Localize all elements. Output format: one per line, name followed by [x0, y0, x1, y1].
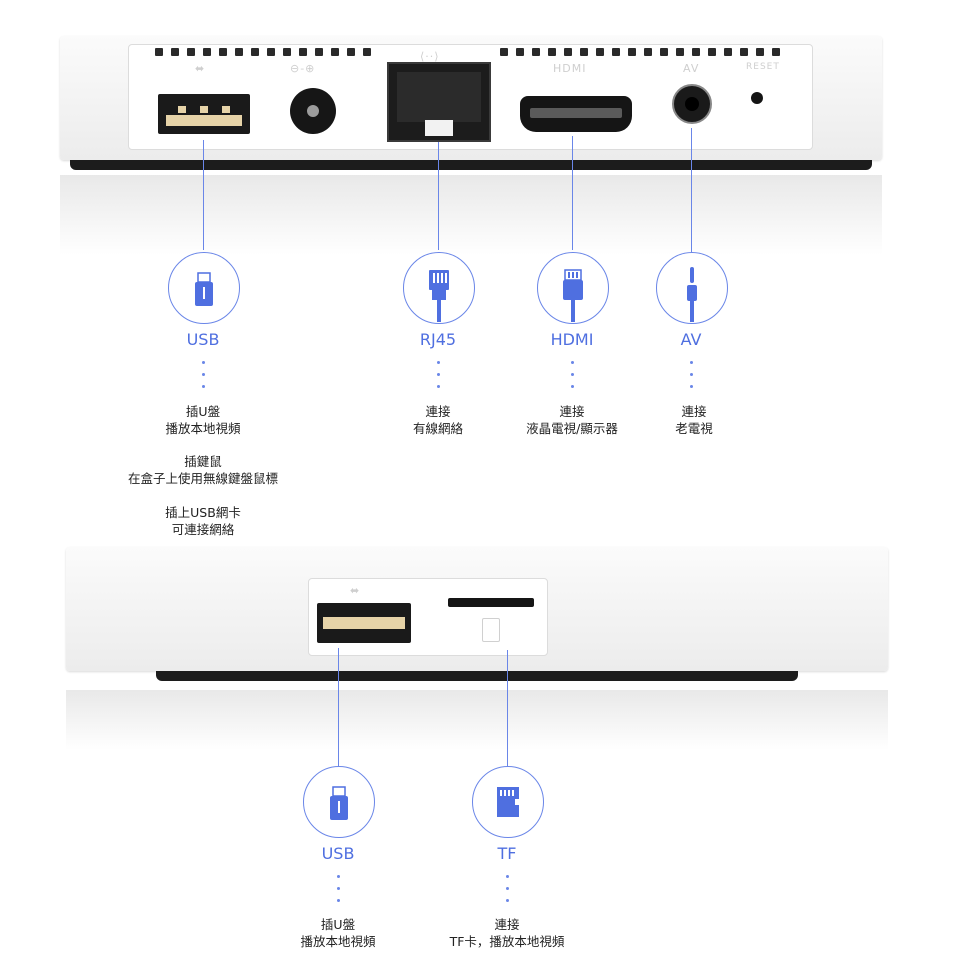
hdmi-port: [520, 96, 632, 132]
lan-port-label: ⟨··⟩: [420, 50, 440, 63]
av-dots: [690, 361, 694, 397]
dc-port-label: ⊖-⊕: [290, 62, 316, 75]
side-usb-dots: [337, 875, 341, 911]
device-base: [70, 160, 872, 170]
usb-callout-circle: [168, 252, 240, 324]
tf-connector-line: [507, 650, 508, 766]
usb-connector-icon: [195, 272, 213, 306]
av-callout-title: AV: [680, 330, 702, 349]
reset-button[interactable]: [751, 92, 763, 104]
usb-connector-line: [203, 140, 204, 250]
vent-row-left: [155, 48, 371, 56]
usb-callout-title: USB: [186, 330, 220, 349]
av-connector-line: [691, 128, 692, 252]
dc-power-port: [290, 88, 336, 134]
hdmi-connector-line: [572, 136, 573, 250]
vent-row-right: [500, 48, 780, 56]
device-base-side: [156, 671, 798, 681]
hdmi-dots: [571, 361, 575, 397]
side-usb-port-label: ⬌: [350, 584, 361, 597]
rj45-dots: [437, 361, 441, 397]
tf-callout-circle: [472, 766, 544, 838]
tf-dots: [506, 875, 510, 911]
rj45-connector-icon: [429, 270, 449, 322]
tf-slot-mark: [482, 618, 500, 642]
side-usb-description: 插U盤 播放本地視頻: [300, 917, 376, 949]
usb-network-card-description: 插上USB網卡 可連接網絡: [165, 505, 241, 537]
rj45-port: [387, 62, 491, 142]
usb-port: [158, 94, 250, 134]
rj45-connector-line: [438, 142, 439, 250]
av-jack-icon: [687, 267, 697, 322]
side-usb-port: [317, 603, 411, 643]
av-callout-circle: [656, 252, 728, 324]
usb-port-label: ⬌: [195, 62, 206, 75]
device-side-reflection: [66, 690, 888, 750]
side-usb-callout-title: USB: [321, 844, 355, 863]
rj45-description: 連接 有線網絡: [412, 404, 463, 436]
side-usb-connector-line: [338, 648, 339, 766]
usb-dots: [202, 361, 206, 397]
tf-card-icon: [497, 787, 521, 817]
device-back-reflection: [60, 175, 882, 255]
hdmi-callout-circle: [537, 252, 609, 324]
rj45-callout-title: RJ45: [419, 330, 457, 349]
av-port-label: AV: [683, 62, 700, 75]
tf-description: 連接 TF卡，播放本地視頻: [449, 917, 565, 949]
rj45-callout-circle: [403, 252, 475, 324]
av-description: 連接 老電視: [675, 404, 713, 436]
usb-keyboard-description: 插鍵鼠 在盒子上使用無線鍵盤鼠標: [127, 454, 278, 486]
usb-connector-icon: [330, 786, 348, 820]
reset-port-label: RESET: [746, 62, 780, 72]
hdmi-description: 連接 液晶電視/顯示器: [526, 404, 618, 436]
tf-callout-title: TF: [497, 844, 517, 863]
side-usb-callout-circle: [303, 766, 375, 838]
tf-card-slot: [448, 598, 534, 607]
av-jack-port: [672, 84, 712, 124]
hdmi-port-label: HDMI: [553, 62, 587, 75]
hdmi-connector-icon: [563, 269, 583, 322]
usb-description: 插U盤 播放本地視頻: [165, 404, 241, 436]
hdmi-callout-title: HDMI: [550, 330, 594, 349]
